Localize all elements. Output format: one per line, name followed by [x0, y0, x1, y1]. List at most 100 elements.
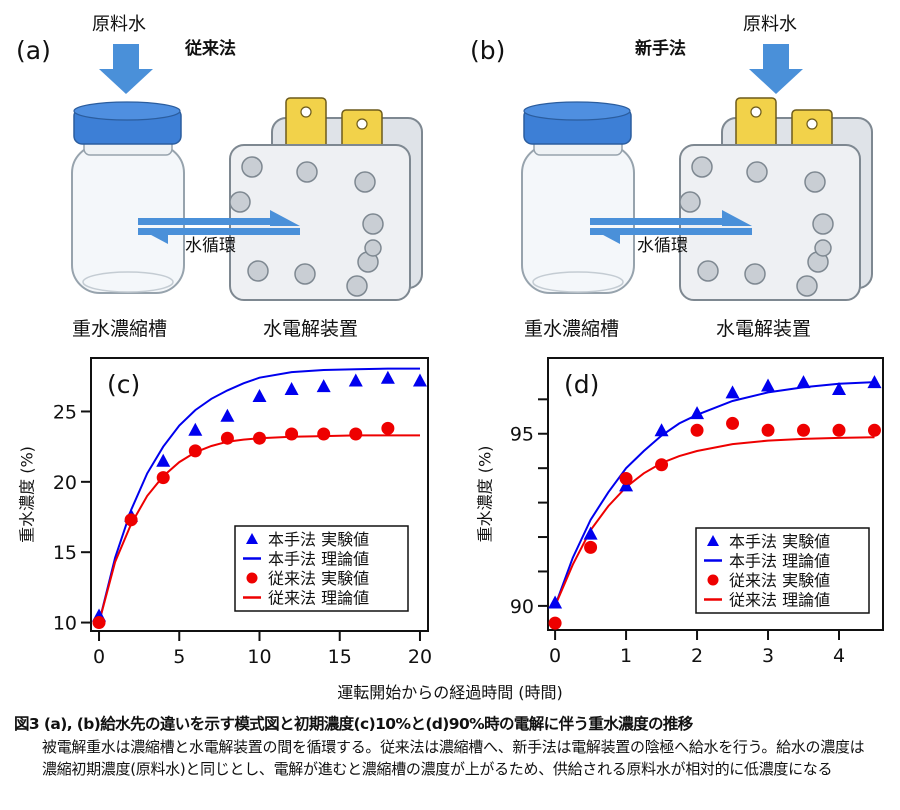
data-point-triangle [188, 422, 203, 436]
data-point-triangle [156, 453, 171, 467]
x-tick-label: 0 [549, 645, 561, 667]
legend-entry: 本手法 実験値 [729, 532, 830, 551]
method-title-conventional: 従来法 [185, 39, 236, 59]
data-point-triangle [583, 526, 598, 540]
x-tick-label: 15 [328, 646, 352, 668]
tank-label-b: 重水濃縮槽 [524, 318, 620, 340]
x-tick-label: 3 [762, 645, 774, 667]
data-point-circle [381, 421, 395, 435]
feed-arrow-icon [99, 44, 153, 94]
feed-label-b: 原料水 [743, 14, 797, 35]
panel-label: (d) [564, 370, 599, 399]
data-point-circle [655, 458, 669, 472]
electrolyzer-icon [679, 97, 873, 301]
data-point-triangle [796, 375, 811, 389]
data-point-triangle [348, 373, 363, 387]
x-tick-label: 20 [408, 646, 432, 668]
data-point-circle [124, 513, 138, 527]
y-tick-label: 20 [53, 472, 77, 494]
x-tick-label: 5 [173, 646, 185, 668]
data-point-circle [349, 427, 363, 441]
tank-jar-icon [521, 101, 635, 294]
electrolyzer-icon [229, 97, 423, 301]
data-point-triangle [690, 406, 705, 420]
legend-entry: 本手法 理論値 [268, 550, 369, 569]
legend-entry: 従来法 理論値 [268, 589, 369, 608]
data-point-triangle [548, 595, 563, 609]
data-point-circle [797, 423, 811, 437]
electrolyzer-label-b: 水電解装置 [716, 318, 812, 340]
y-axis-label: 重水濃度 (%) [18, 446, 37, 543]
data-point-triangle [654, 423, 669, 437]
y-tick-label: 90 [510, 596, 534, 618]
x-tick-label: 1 [620, 645, 632, 667]
x-tick-label: 10 [247, 646, 271, 668]
figure-caption-title: 図3 (a), (b)給水先の違いを示す模式図と初期濃度(c)10%と(d)90… [14, 715, 693, 733]
electrolyzer-label-a: 水電解装置 [263, 318, 359, 340]
data-point-circle [285, 427, 299, 441]
series-line-3 [554, 436, 875, 607]
data-point-circle [188, 444, 202, 458]
y-tick-label: 95 [510, 424, 534, 446]
circulation-label-b: 水循環 [637, 236, 688, 256]
tank-label-a: 重水濃縮槽 [72, 318, 168, 340]
data-point-triangle [831, 381, 846, 395]
data-point-triangle [725, 385, 740, 399]
x-tick-label: 2 [691, 645, 703, 667]
legend-entry: 本手法 理論値 [729, 552, 830, 571]
data-point-triangle [867, 375, 882, 389]
legend-box [234, 525, 409, 612]
data-point-circle [867, 423, 881, 437]
legend-entry: 従来法 理論値 [729, 591, 830, 610]
data-point-circle [253, 431, 266, 445]
data-point-triangle [252, 388, 267, 402]
data-point-circle [619, 472, 633, 486]
legend-entry: 本手法 実験値 [268, 530, 369, 549]
panel-label-a: (a) [16, 36, 51, 65]
data-point-circle [317, 427, 331, 441]
data-point-triangle [316, 379, 331, 393]
panel-label-b: (b) [470, 36, 506, 65]
legend-box [695, 527, 870, 614]
diagram-a-graphic [71, 44, 423, 301]
tank-jar-icon [71, 101, 185, 294]
data-point-triangle [284, 381, 299, 395]
legend-entry: 従来法 実験値 [729, 571, 830, 590]
feed-label-a: 原料水 [92, 14, 146, 35]
data-point-triangle [412, 373, 427, 387]
circulation-arrows-icon [138, 210, 300, 244]
circulation-label-a: 水循環 [185, 236, 236, 256]
data-point-triangle [220, 408, 235, 422]
data-point-circle [548, 616, 562, 630]
x-tick-label: 4 [833, 645, 845, 667]
data-point-circle [92, 616, 106, 630]
data-point-circle [690, 423, 704, 437]
y-tick-label: 15 [53, 542, 77, 564]
y-tick-label: 25 [53, 401, 77, 423]
y-axis-label: 重水濃度 (%) [476, 446, 495, 543]
data-point-triangle [380, 370, 395, 384]
legend-entry: 従来法 実験値 [268, 569, 369, 588]
shared-x-axis-label: 運転開始からの経過時間 (時間) [337, 683, 563, 702]
legend-marker-circle [246, 572, 258, 584]
data-point-circle [584, 540, 598, 554]
series-line-3 [98, 434, 420, 623]
panel-label: (c) [107, 370, 140, 399]
data-point-circle [761, 423, 775, 437]
diagram-b-graphic [521, 44, 873, 301]
series-line-1 [98, 367, 420, 623]
legend-marker-triangle [707, 535, 719, 546]
data-point-circle [156, 471, 170, 485]
circulation-arrows-icon [590, 210, 752, 244]
legend-marker-circle [707, 574, 719, 586]
data-point-triangle [761, 378, 776, 392]
data-point-circle [832, 423, 846, 437]
data-point-circle [726, 416, 740, 430]
legend-marker-triangle [246, 533, 258, 544]
data-point-circle [220, 431, 234, 445]
